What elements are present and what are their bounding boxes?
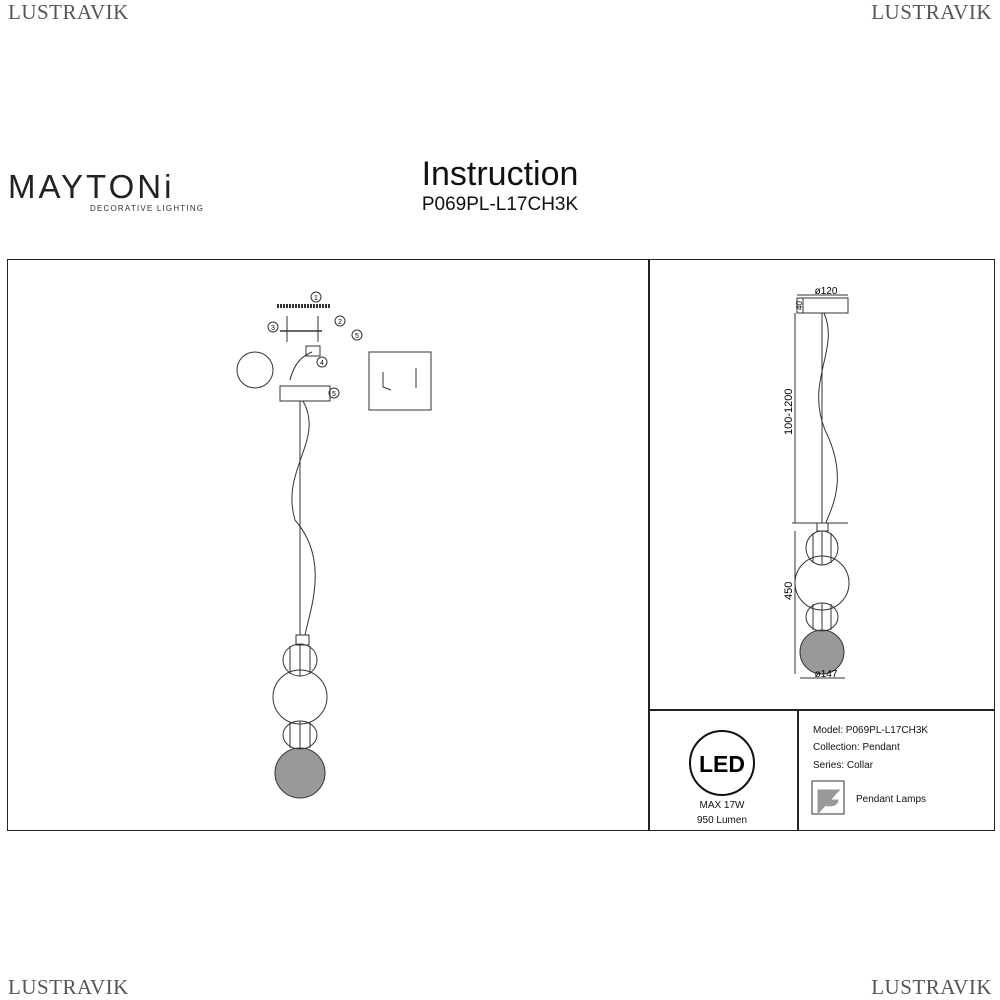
info-series: Series: Collar [813,760,874,771]
main-frame [7,259,995,831]
dim-canopy-diameter: ø120 [815,286,838,297]
dim-shade-diameter: ø147 [815,669,838,680]
divider [648,259,650,831]
step-label: 2 [338,319,342,326]
lumen-text: 950 Lumen [696,815,748,826]
step-label: 3 [271,325,275,332]
watermark-bottom-right: LUSTRAVIK [871,975,992,999]
brand-tagline: DECORATIVE LIGHTING [90,204,205,213]
watermark-top-right: LUSTRAVIK [871,0,992,24]
step-label: 4 [320,360,324,367]
model-number: P069PL-L17CH3K [421,194,579,215]
led-icon [689,730,755,796]
step-label: 5 [332,391,336,398]
info-model: Model: P069PL-L17CH3K [813,725,929,736]
page-title: Instruction [421,155,579,193]
power-text: MAX 17W [699,800,745,811]
divider [648,709,994,711]
info-collection: Collection: Pendant [813,742,900,753]
watermark-top-left: LUSTRAVIK [8,0,129,24]
pendant-lamp-icon [811,780,845,815]
info-type: Pendant Lamps [856,794,927,805]
dim-cord-length: 100-1200 [783,389,795,436]
watermark-bottom-left: LUSTRAVIK [8,975,129,999]
step-label: 5 [355,333,359,340]
led-label: LED [699,751,745,777]
brand-logo: MAYTONi [8,168,175,205]
divider [797,709,799,831]
dimension-drawing [792,294,850,679]
step-label: 1 [314,295,318,302]
dim-shade-height: 450 [783,582,795,600]
dim-canopy-height: 40 [795,301,804,310]
